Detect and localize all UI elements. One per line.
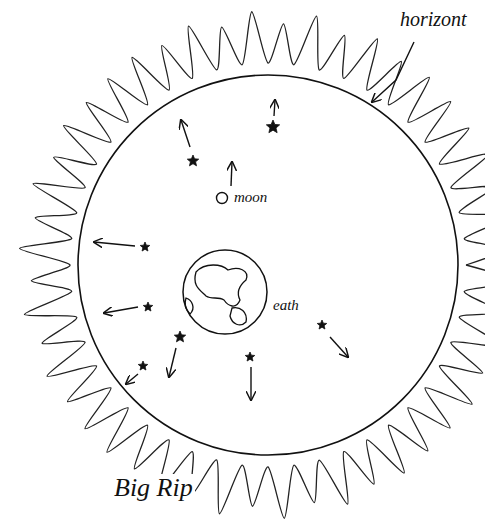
motion-arrow bbox=[181, 120, 190, 147]
horizon-circle bbox=[78, 75, 458, 455]
big-rip-label: Big Rip bbox=[112, 474, 195, 503]
star-symbol bbox=[187, 155, 198, 166]
motion-arrow bbox=[250, 367, 251, 400]
leader-arrow bbox=[372, 42, 414, 102]
motion-arrow bbox=[94, 242, 135, 246]
star-symbol bbox=[143, 302, 153, 311]
motion-arrow bbox=[104, 307, 138, 313]
star-symbol bbox=[138, 361, 148, 370]
continent-outline bbox=[230, 308, 246, 325]
motion-arrow bbox=[330, 337, 348, 357]
motion-arrow bbox=[126, 374, 138, 384]
earth-label: eath bbox=[271, 297, 301, 314]
motion-arrow bbox=[274, 100, 275, 116]
motion-arrow bbox=[231, 162, 232, 186]
scribble-band bbox=[20, 12, 485, 519]
moon-label: moon bbox=[232, 189, 269, 206]
star-symbol bbox=[317, 320, 327, 329]
star-symbol bbox=[174, 331, 185, 342]
star-symbol bbox=[266, 120, 279, 133]
continent-outline bbox=[195, 265, 247, 306]
star-symbol bbox=[245, 352, 255, 361]
continent-outline bbox=[185, 298, 193, 314]
moon-circle bbox=[217, 193, 228, 204]
earth-circle bbox=[183, 250, 267, 334]
star-symbol bbox=[140, 242, 150, 251]
horizon-label: horizont bbox=[398, 8, 469, 30]
motion-arrow bbox=[169, 348, 176, 377]
